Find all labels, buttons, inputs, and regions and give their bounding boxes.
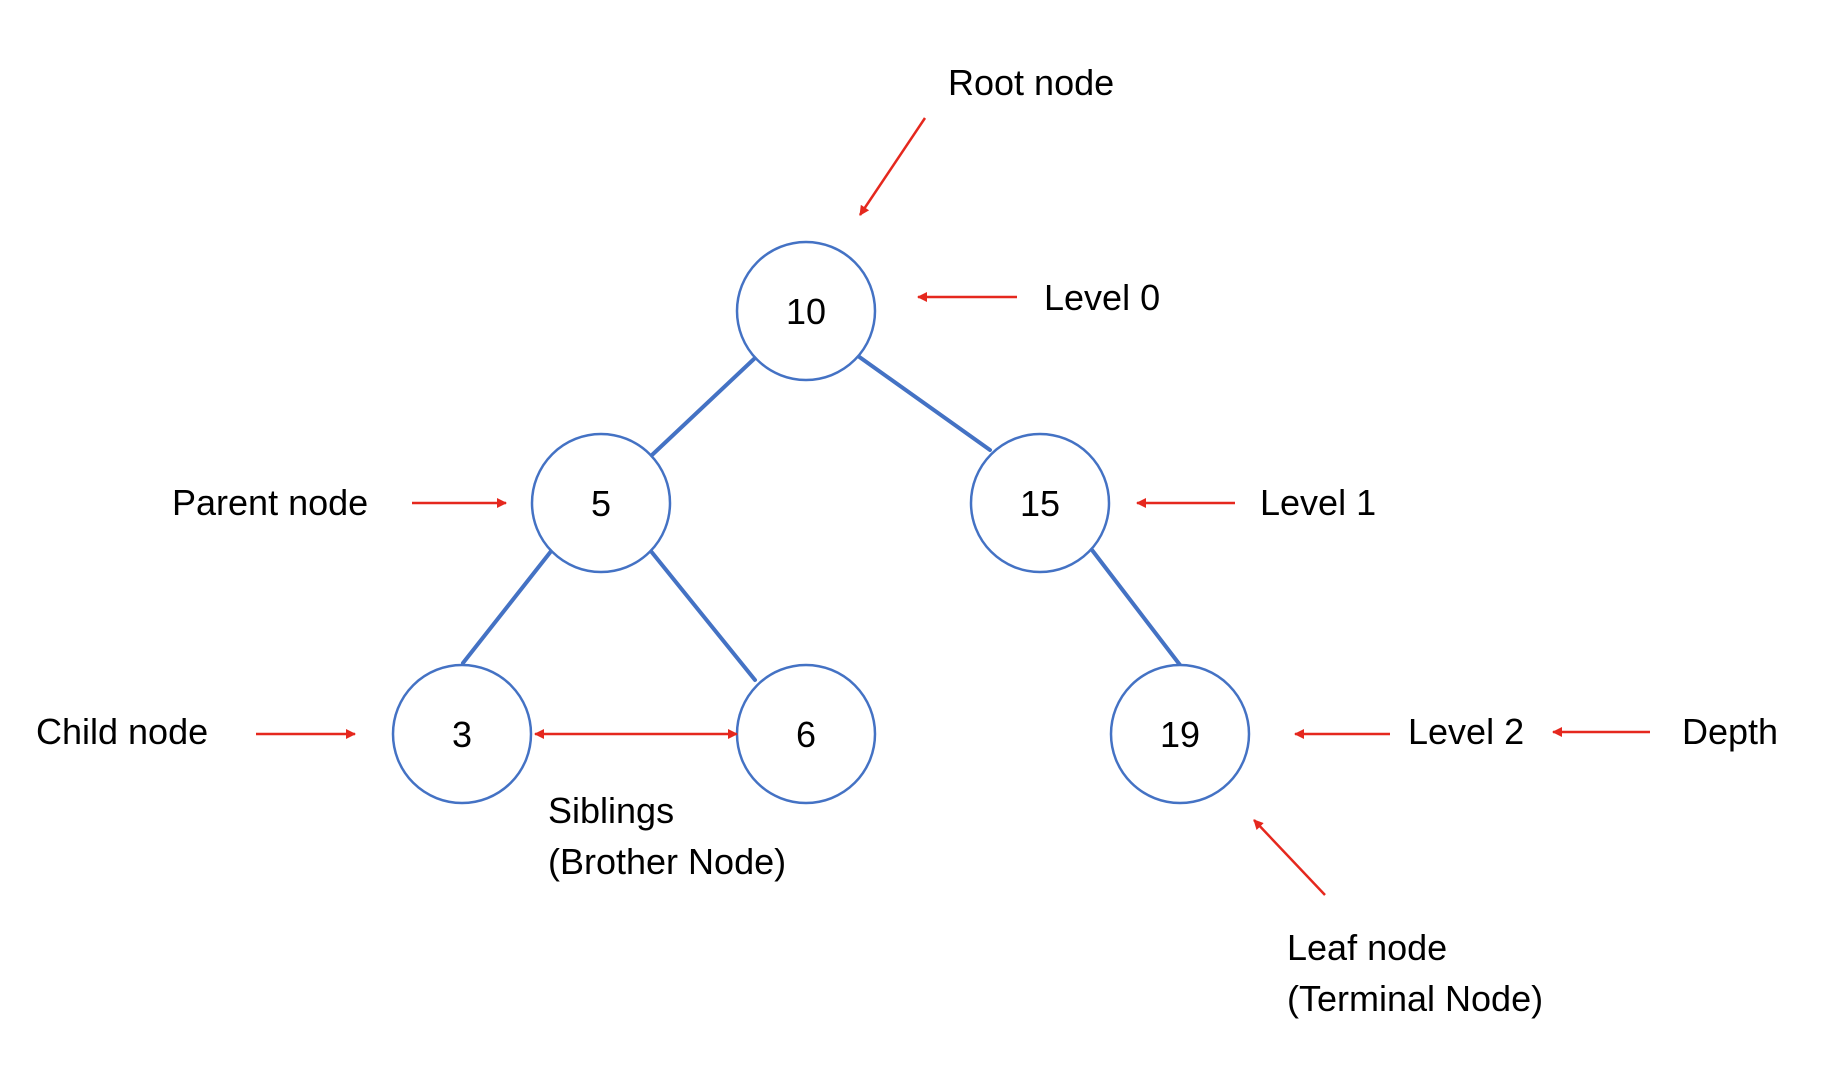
edge-5-3 bbox=[461, 548, 554, 665]
tree-node-right-right: 19 bbox=[1109, 663, 1251, 805]
node-value: 5 bbox=[591, 483, 611, 524]
tree-node-root: 10 bbox=[735, 240, 877, 382]
edge-10-5 bbox=[650, 356, 757, 457]
siblings-label-line1: Siblings bbox=[548, 790, 674, 831]
node-value: 15 bbox=[1020, 483, 1060, 524]
leaf-node-arrow bbox=[1253, 819, 1326, 896]
leaf-node-label-line2: (Terminal Node) bbox=[1287, 978, 1543, 1019]
parent-node-label: Parent node bbox=[172, 482, 368, 523]
edge-15-19 bbox=[1090, 548, 1182, 667]
node-value: 10 bbox=[786, 291, 826, 332]
leaf-node-label-line1: Leaf node bbox=[1287, 927, 1447, 968]
depth-label: Depth bbox=[1682, 711, 1778, 752]
tree-node-left: 5 bbox=[530, 432, 672, 574]
tree-node-right: 15 bbox=[969, 432, 1111, 574]
level-0-label: Level 0 bbox=[1044, 277, 1160, 318]
edge-10-15 bbox=[856, 354, 992, 452]
siblings-label-line2: (Brother Node) bbox=[548, 841, 786, 882]
node-value: 6 bbox=[796, 714, 816, 755]
root-node-label: Root node bbox=[948, 62, 1114, 103]
root-node-arrow bbox=[858, 117, 927, 216]
child-node-label: Child node bbox=[36, 711, 208, 752]
tree-node-left-left: 3 bbox=[391, 663, 533, 805]
edge-5-6 bbox=[648, 548, 757, 682]
level-2-label: Level 2 bbox=[1408, 711, 1524, 752]
tree-node-left-right: 6 bbox=[735, 663, 877, 805]
level-1-label: Level 1 bbox=[1260, 482, 1376, 523]
node-value: 3 bbox=[452, 714, 472, 755]
node-value: 19 bbox=[1160, 714, 1200, 755]
